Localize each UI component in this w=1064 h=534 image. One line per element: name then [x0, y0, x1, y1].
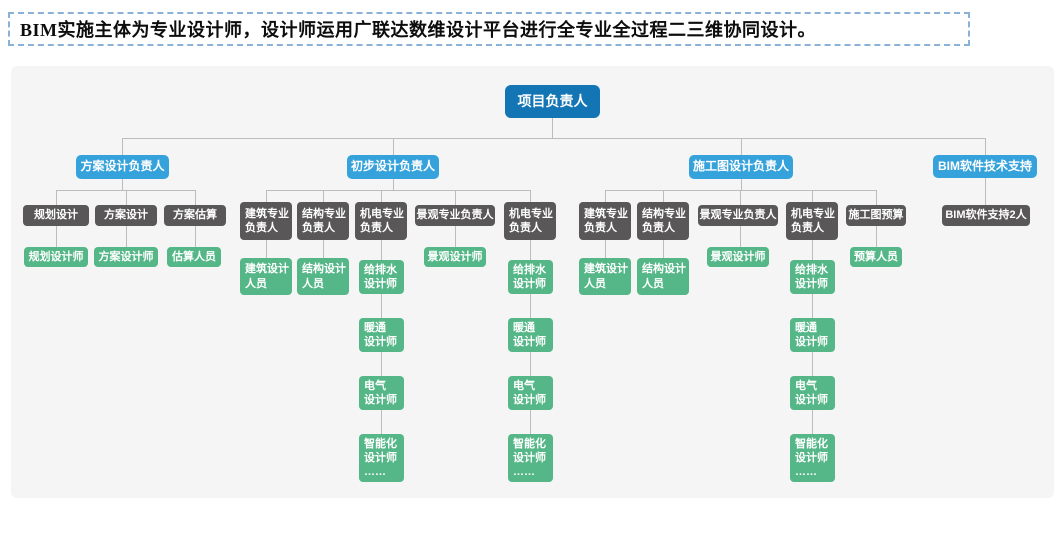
org-node-mep-lead-3: 机电专业 负责人 — [786, 202, 838, 240]
org-node-architecture-lead-2: 建筑专业 负责人 — [579, 202, 631, 240]
org-node-hvac-designer-1: 暖通 设计师 — [359, 318, 404, 352]
org-node-landscape-designer-2: 景观设计师 — [707, 247, 769, 267]
org-node-hvac-designer-2: 暖通 设计师 — [508, 318, 553, 352]
org-node-schematic-designer: 方案设计师 — [94, 247, 158, 267]
org-node-structure-staff-1: 结构设计 人员 — [297, 258, 349, 295]
connector-line — [552, 118, 553, 138]
org-node-bim-support-staff: BIM软件支持2人 — [942, 205, 1030, 226]
org-node-structure-staff-2: 结构设计 人员 — [637, 258, 689, 295]
org-node-structure-lead-1: 结构专业 负责人 — [297, 202, 349, 240]
org-node-bim-software-support: BIM软件技术支持 — [933, 155, 1037, 178]
org-node-architecture-lead-1: 建筑专业 负责人 — [240, 202, 292, 240]
org-node-electrical-designer-3: 电气 设计师 — [790, 376, 835, 410]
org-node-budget-staff: 预算人员 — [850, 247, 902, 267]
org-node-landscape-lead-2: 景观专业负责人 — [698, 205, 778, 226]
connector-line — [266, 190, 530, 191]
connector-line — [122, 138, 985, 139]
header-note: BIM实施主体为专业设计师，设计师运用广联达数维设计平台进行全专业全过程二三维协… — [8, 12, 970, 46]
org-node-hvac-designer-3: 暖通 设计师 — [790, 318, 835, 352]
org-node-construction-drawing-leader: 施工图设计负责人 — [689, 155, 793, 179]
connector-line — [812, 190, 813, 438]
org-node-planning-design: 规划设计 — [23, 205, 89, 226]
connector-line — [56, 190, 195, 191]
org-node-schematic-design-leader: 方案设计负责人 — [76, 155, 169, 179]
org-node-architecture-staff-2: 建筑设计 人员 — [579, 258, 631, 295]
org-node-structure-lead-2: 结构专业 负责人 — [637, 202, 689, 240]
org-node-electrical-designer-1: 电气 设计师 — [359, 376, 404, 410]
org-node-intelligence-designer-3: 智能化 设计师 …… — [790, 434, 835, 482]
org-node-estimator: 估算人员 — [167, 247, 221, 267]
connector-line — [381, 190, 382, 438]
org-node-electrical-designer-2: 电气 设计师 — [508, 376, 553, 410]
org-node-intelligence-designer-2: 智能化 设计师 …… — [508, 434, 553, 482]
org-node-mep-lead-2: 机电专业 负责人 — [504, 202, 556, 240]
connector-line — [530, 190, 531, 438]
org-node-architecture-staff-1: 建筑设计 人员 — [240, 258, 292, 295]
org-node-mep-lead-1: 机电专业 负责人 — [355, 202, 407, 240]
org-node-plumbing-designer-3: 给排水 设计师 — [790, 260, 835, 294]
org-node-landscape-lead-1: 景观专业负责人 — [415, 205, 495, 226]
org-node-planning-designer: 规划设计师 — [24, 247, 88, 267]
org-node-drawing-budget: 施工图预算 — [846, 205, 906, 226]
org-node-schematic-design: 方案设计 — [95, 205, 157, 226]
org-node-schematic-estimate: 方案估算 — [164, 205, 226, 226]
org-node-project-leader: 项目负责人 — [505, 85, 600, 118]
org-node-landscape-designer-1: 景观设计师 — [424, 247, 486, 267]
org-node-intelligence-designer-1: 智能化 设计师 …… — [359, 434, 404, 482]
org-node-preliminary-design-leader: 初步设计负责人 — [347, 155, 439, 179]
org-node-plumbing-designer-2: 给排水 设计师 — [508, 260, 553, 294]
org-node-plumbing-designer-1: 给排水 设计师 — [359, 260, 404, 294]
